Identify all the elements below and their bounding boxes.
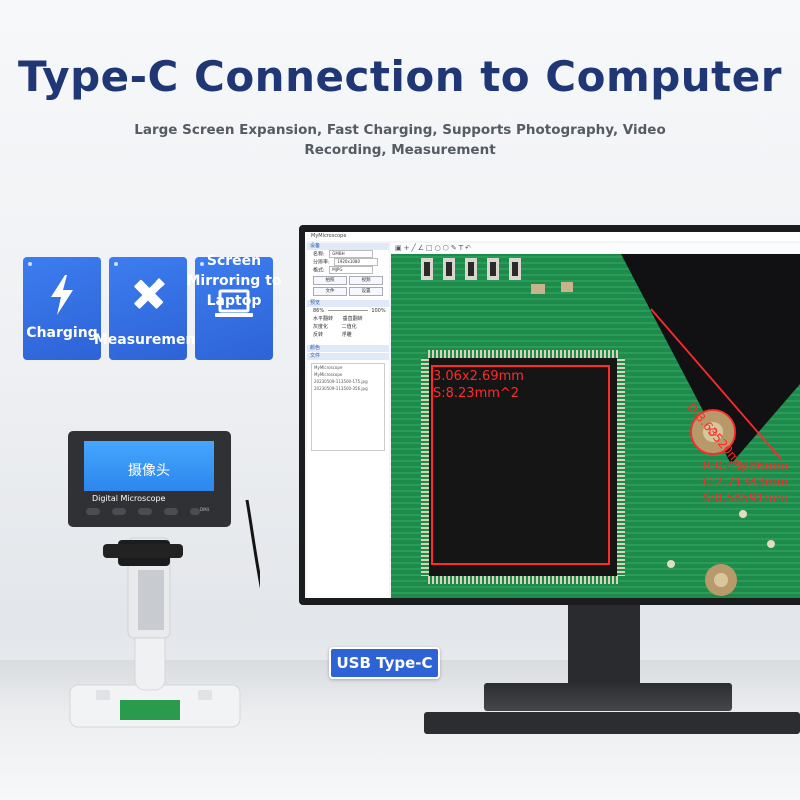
ic-pins-top xyxy=(427,350,619,358)
software-side-panel: 设备 名称: GMBH 分辨率: 1920x1080 格式: MJPG 拍照视频… xyxy=(307,243,389,598)
angle-tool-icon[interactable]: ∠ xyxy=(417,244,426,252)
text-tool-icon[interactable]: T xyxy=(458,244,466,252)
feature-tile-measurement: Measurement xyxy=(94,257,202,360)
name-select[interactable]: GMBH xyxy=(329,250,374,258)
list-item[interactable]: 20230509-113500-175.jpg xyxy=(314,379,368,384)
name-row: 名称: GMBH xyxy=(307,250,389,258)
measure-rect-area: S:8.23mm^2 xyxy=(433,386,520,401)
option-row: 反转 浮雕 xyxy=(307,331,389,339)
power-button-icon[interactable] xyxy=(190,508,200,515)
measure-radius: R:0.43186mm xyxy=(703,459,789,473)
microscope-display xyxy=(84,441,214,491)
video-button[interactable]: 视频 xyxy=(349,276,383,285)
option-checkbox[interactable]: 垂直翻转 xyxy=(342,316,363,322)
polygon-tool-icon[interactable]: ⬡ xyxy=(442,244,451,252)
section-files: 文件 xyxy=(307,353,389,360)
monitor-stand-base xyxy=(484,683,732,711)
monitor-stand-neck xyxy=(568,605,640,685)
microscope-display-text: 摄像头 xyxy=(128,463,170,479)
measure-rect-dims: 3.06x2.69mm xyxy=(433,369,524,384)
file-list: MyMicroscope MyMicroscope 20230509-11350… xyxy=(311,363,385,451)
settings-button[interactable]: 设置 xyxy=(349,287,383,296)
section-color: 颜色 xyxy=(307,345,389,352)
action-buttons: 拍照视频 文件设置 xyxy=(307,274,389,296)
measure-toolbar: ▣+╱∠□○⬡✎T↶ xyxy=(391,243,800,253)
resolution-label: 分辨率: xyxy=(313,259,330,266)
microscope-body xyxy=(69,500,260,728)
option-checkbox[interactable]: 反转 xyxy=(313,332,324,338)
section-preview: 预览 xyxy=(307,300,389,307)
ic-pins-bottom xyxy=(427,576,619,584)
resolution-row: 分辨率: 1920x1080 xyxy=(307,258,389,266)
option-row: 水平翻转 垂直翻转 xyxy=(307,315,389,323)
rect-tool-icon[interactable]: □ xyxy=(426,244,435,252)
list-item[interactable]: 20230509-113500-356.jpg xyxy=(314,386,368,391)
microscope-button[interactable] xyxy=(112,508,126,515)
microscope-button[interactable] xyxy=(86,508,100,515)
format-row: 格式: MJPG xyxy=(307,266,389,274)
ruler-pencil-icon xyxy=(109,273,187,321)
file-button[interactable]: 文件 xyxy=(313,287,347,296)
zoom-min: 86% xyxy=(313,308,325,314)
pen-tool-icon[interactable]: ✎ xyxy=(450,244,459,252)
name-label: 名称: xyxy=(313,251,325,258)
feature-tile-charging: Charging xyxy=(23,257,101,360)
option-checkbox[interactable]: 水平翻转 xyxy=(313,316,334,322)
tile-dot xyxy=(200,262,204,266)
lightning-bolt-icon xyxy=(23,273,101,321)
measure-rectangle xyxy=(431,365,610,565)
ic-pins-right xyxy=(617,358,625,576)
measure-diagonal xyxy=(650,308,782,460)
feature-label-mirroring: Screen Mirroring to Laptop xyxy=(186,253,282,309)
microscope-button[interactable] xyxy=(164,508,178,515)
tile-dot xyxy=(114,262,118,266)
tile-dot xyxy=(28,262,32,266)
usb-type-c-label: USB Type-C xyxy=(329,647,440,679)
list-item[interactable]: MyMicroscope xyxy=(314,365,343,370)
microscope-button[interactable] xyxy=(138,508,152,515)
option-checkbox[interactable]: 二值化 xyxy=(341,324,357,330)
ic-pins-left xyxy=(421,358,429,576)
page-title: Type-C Connection to Computer xyxy=(18,52,782,101)
option-row: 灰度化 二值化 xyxy=(307,323,389,331)
line-tool-icon[interactable]: ╱ xyxy=(411,244,418,252)
select-tool-icon[interactable]: ▣ xyxy=(395,244,404,252)
pcb-camera-view: 3.06x2.69mm S:8.23mm^2 D:3.63520mm R:0.4… xyxy=(391,254,800,598)
option-checkbox[interactable]: 浮雕 xyxy=(341,332,352,338)
feature-tile-mirroring: Screen Mirroring to Laptop xyxy=(186,253,282,360)
zoom-row: 86% 100% xyxy=(307,307,389,315)
microscope-button-row xyxy=(86,508,206,518)
software-window-title: MyMicroscope xyxy=(305,232,800,241)
measure-circle xyxy=(690,409,736,455)
format-label: 格式: xyxy=(313,267,325,274)
measure-circle-area: S:0.58591mm xyxy=(703,491,788,505)
monitor-screen: MyMicroscope 设备 名称: GMBH 分辨率: 1920x1080 … xyxy=(305,232,800,598)
option-checkbox[interactable]: 灰度化 xyxy=(313,324,329,330)
circle-tool-icon[interactable]: ○ xyxy=(434,244,443,252)
crosshair-tool-icon[interactable]: + xyxy=(403,244,412,252)
laptop-icon xyxy=(195,285,273,329)
microscope-brand-label: Digital Microscope xyxy=(92,494,166,503)
microscope-model-label: DM4 xyxy=(200,507,210,512)
section-device: 设备 xyxy=(307,243,389,250)
resolution-select[interactable]: 1920x1080 xyxy=(334,258,379,266)
feature-label-charging: Charging xyxy=(26,325,98,341)
photo-button[interactable]: 拍照 xyxy=(313,276,347,285)
format-select[interactable]: MJPG xyxy=(329,266,374,274)
measure-circumference: C:2.71343mm xyxy=(703,475,789,489)
large-chip xyxy=(621,254,800,464)
zoom-max: 100% xyxy=(371,308,386,314)
list-item[interactable]: MyMicroscope xyxy=(314,372,343,377)
undo-tool-icon[interactable]: ↶ xyxy=(465,244,473,252)
keyboard xyxy=(424,712,800,734)
qfp-chip xyxy=(429,358,617,576)
zoom-slider[interactable] xyxy=(327,310,368,311)
feature-label-measurement: Measurement xyxy=(93,332,203,348)
page-subtitle: Large Screen Expansion, Fast Charging, S… xyxy=(134,122,666,158)
